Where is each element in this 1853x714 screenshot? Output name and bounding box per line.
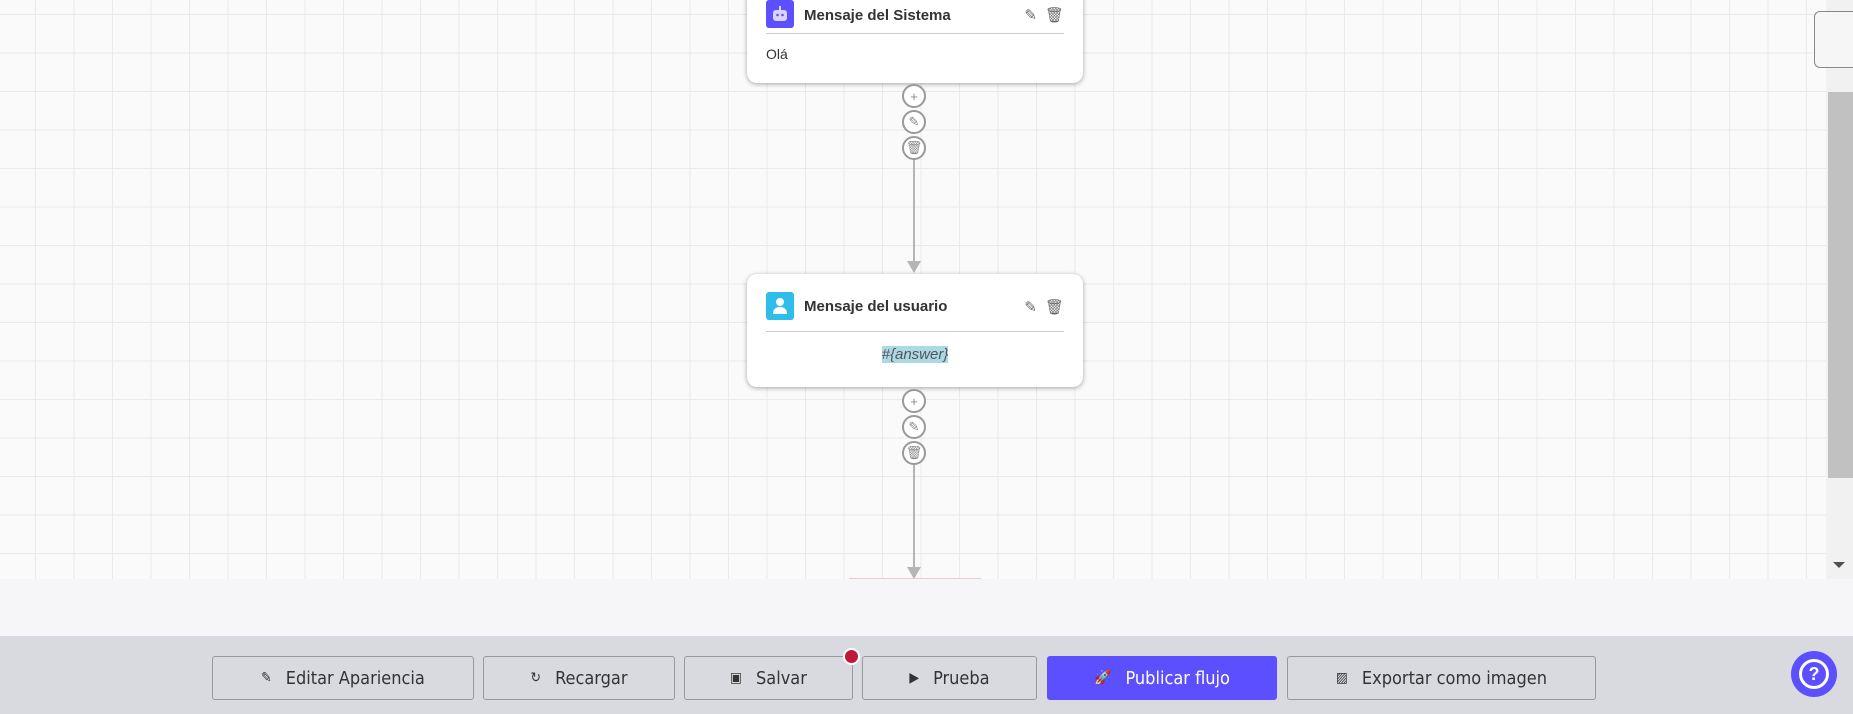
edit-appearance-button[interactable]: ✎Editar Apariencia: [212, 656, 474, 700]
minimap-box[interactable]: [1814, 11, 1853, 68]
export-image-button[interactable]: ▨Exportar como imagen: [1287, 656, 1596, 700]
floppy-icon: ▣: [730, 670, 743, 686]
image-icon: ▨: [1336, 670, 1348, 686]
edit-icon: ✎: [261, 670, 272, 686]
node-title: Mensaje del usuario: [804, 298, 948, 315]
flow-canvas[interactable]: Mensaje del Sistema ✎🗑 Olá + ✎ 🗑 Mensaje…: [0, 0, 1826, 579]
reload-button[interactable]: ↻Recargar: [483, 656, 675, 700]
user-icon: [766, 292, 794, 320]
variable-answer: #{answer}: [881, 346, 949, 363]
delete-connection-button[interactable]: 🗑: [902, 136, 926, 160]
arrow-icon: [907, 567, 921, 579]
publish-flow-button[interactable]: 🚀Publicar flujo: [1047, 656, 1277, 700]
bottom-toolbar: ✎Editar Apariencia ↻Recargar ▣Salvar ▶Pr…: [0, 636, 1853, 714]
test-button[interactable]: ▶Prueba: [862, 656, 1037, 700]
question-icon: ?: [1799, 659, 1829, 689]
unsaved-indicator: [843, 648, 860, 665]
trash-icon[interactable]: 🗑: [1044, 299, 1064, 316]
node-system-message[interactable]: Mensaje del Sistema ✎ 🗑 Olá: [747, 0, 1083, 83]
save-button[interactable]: ▣Salvar: [684, 648, 860, 700]
next-node-edge: [849, 578, 981, 579]
play-icon: ▶: [909, 670, 920, 686]
pencil-icon[interactable]: ✎: [1024, 7, 1037, 24]
connector-line: [913, 160, 915, 262]
pencil-icon[interactable]: ✎: [1024, 299, 1037, 316]
node-body: Olá: [766, 46, 788, 62]
help-button[interactable]: ?: [1791, 651, 1837, 697]
connector-line: [913, 465, 915, 570]
arrow-icon: [907, 261, 921, 273]
edit-connection-button[interactable]: ✎: [902, 110, 926, 134]
scrollbar-thumb[interactable]: [1828, 92, 1853, 478]
node-title: Mensaje del Sistema: [804, 7, 951, 24]
delete-connection-button[interactable]: 🗑: [902, 441, 926, 465]
add-node-button[interactable]: +: [902, 84, 926, 108]
scroll-down-arrow[interactable]: [1833, 562, 1845, 568]
rocket-icon: 🚀: [1094, 670, 1112, 686]
edit-connection-button[interactable]: ✎: [902, 415, 926, 439]
trash-icon[interactable]: 🗑: [1044, 7, 1064, 24]
scrollbar[interactable]: [1826, 0, 1853, 579]
node-user-message[interactable]: Mensaje del usuario ✎ 🗑 #{answer}: [747, 274, 1083, 387]
robot-icon: [766, 0, 794, 28]
refresh-icon: ↻: [530, 670, 542, 686]
add-node-button[interactable]: +: [902, 389, 926, 413]
